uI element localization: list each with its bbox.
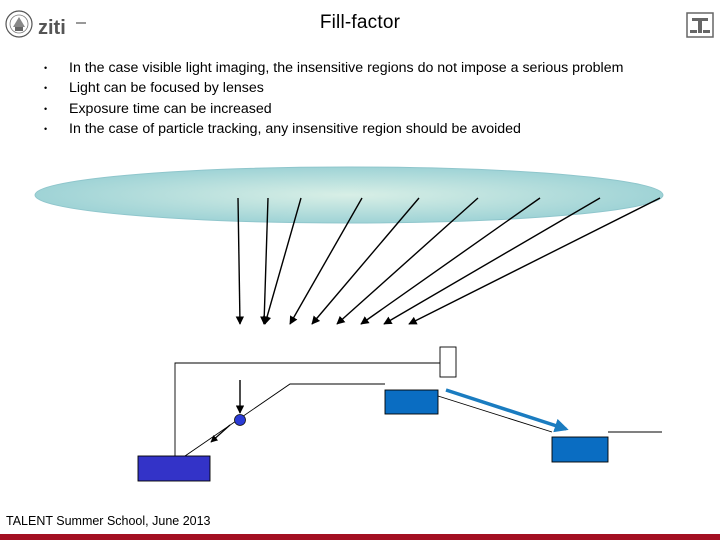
- bullet-text: Light can be focused by lenses: [69, 80, 264, 97]
- charge-drift-arrow: [210, 424, 231, 443]
- pixel-well-middle: [384, 389, 439, 415]
- light-ray: [360, 197, 541, 325]
- bullet-dot-icon: •: [44, 63, 48, 73]
- charge-particle: [234, 414, 246, 426]
- university-logo: ziti: [5, 10, 86, 39]
- bullet-item: • Light can be focused by lenses: [44, 78, 684, 98]
- light-rays: [235, 197, 661, 325]
- bullet-text: Exposure time can be increased: [69, 100, 272, 117]
- light-ray: [311, 197, 420, 325]
- bullet-item: • In the case visible light imaging, the …: [44, 58, 684, 78]
- page-title: Fill-factor: [319, 12, 401, 33]
- readout-electronics: [439, 346, 457, 378]
- bullet-dot-icon: •: [44, 103, 48, 114]
- institute-logo-icon: [686, 12, 714, 38]
- light-ray: [289, 197, 363, 325]
- footer-text: TALENT Summer School, June 2013: [6, 514, 211, 528]
- bullet-list: • In the case visible light imaging, the …: [44, 58, 684, 139]
- light-ray: [263, 197, 302, 325]
- light-ray: [336, 197, 479, 325]
- light-ray: [235, 197, 245, 325]
- bullet-dot-icon: •: [44, 123, 48, 134]
- pixel-well-right: [551, 436, 609, 463]
- light-ray: [383, 197, 601, 325]
- bullet-item: • In the case of particle tracking, any i…: [44, 119, 684, 139]
- ziti-logo-text: ziti: [38, 17, 66, 39]
- light-ray: [260, 197, 269, 325]
- bullet-text: In the case of particle tracking, any in…: [69, 120, 521, 137]
- university-seal-icon: [5, 10, 33, 38]
- pixel-structure: [174, 362, 662, 457]
- bullet-dot-icon: •: [44, 83, 48, 94]
- bullet-item: • Exposure time can be increased: [44, 99, 684, 119]
- light-ray: [408, 197, 661, 325]
- bottom-brand-bar: [0, 534, 720, 540]
- microlens: [34, 166, 664, 224]
- bullet-text: In the case visible light imaging, the i…: [69, 60, 624, 76]
- photodiode-well: [137, 455, 211, 482]
- charge-transfer-arrow: [445, 388, 569, 433]
